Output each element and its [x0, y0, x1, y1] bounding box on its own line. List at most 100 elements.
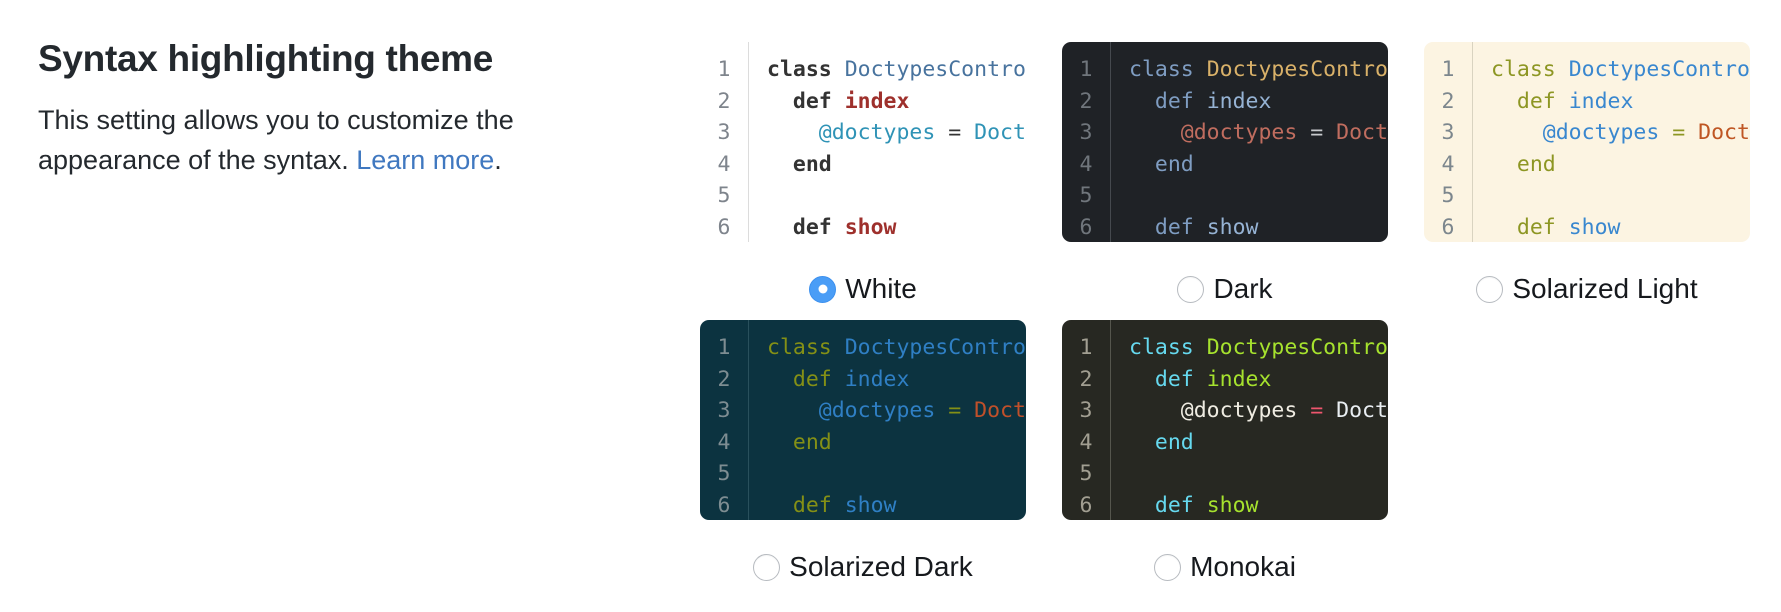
code-line: @doctypes = Doctype.all [1129, 395, 1388, 427]
code-line: @doctypes = Doctype.all [767, 395, 1026, 427]
code-sample: class DoctypesController def index @doct… [1111, 320, 1388, 520]
code-token-pl [832, 335, 845, 360]
code-token-kw: def [1154, 492, 1194, 518]
code-line: class DoctypesController [1129, 332, 1388, 364]
code-line: class DoctypesController [1491, 54, 1750, 86]
code-token-pl [832, 367, 845, 392]
code-token-pl [1323, 398, 1336, 423]
code-line: def show [767, 212, 1026, 243]
code-token-fn: show [844, 492, 897, 518]
line-number: 6 [1079, 492, 1093, 518]
line-number: 3 [1079, 398, 1093, 423]
radio-white[interactable] [809, 275, 837, 303]
code-token-kw: class [767, 335, 832, 360]
code-line: @doctypes = Doctype.all [1491, 117, 1750, 149]
radio-label-solarized-light[interactable]: Solarized Light [1512, 273, 1698, 304]
theme-radio-row-solarized-light[interactable]: Solarized Light [1424, 272, 1750, 306]
code-line: def show [1129, 490, 1388, 521]
description-line-1: This setting allows you to customize the [38, 105, 514, 135]
code-token-pl [767, 430, 793, 455]
theme-radio-row-solarized-dark[interactable]: Solarized Dark [700, 550, 1026, 584]
setting-description: This setting allows you to customize the… [38, 100, 514, 180]
code-line [767, 180, 1026, 212]
code-token-pl [1129, 215, 1155, 240]
theme-radio-row-white[interactable]: White [700, 272, 1026, 306]
code-token-fn: show [1568, 214, 1621, 240]
code-token-pl [1194, 493, 1207, 518]
learn-more-link[interactable]: Learn more [356, 145, 495, 175]
radio-label-dark[interactable]: Dark [1213, 273, 1273, 304]
code-token-fn: show [844, 214, 897, 240]
code-token-kw: class [1129, 335, 1194, 360]
code-token-kw: def [792, 492, 832, 518]
code-token-kw: def [1154, 366, 1194, 392]
line-number: 1 [717, 335, 731, 360]
theme-radio-row-dark[interactable]: Dark [1062, 272, 1388, 306]
code-line: def show [767, 490, 1026, 521]
radio-dark[interactable] [1177, 275, 1205, 303]
code-token-kw: def [792, 366, 832, 392]
radio-solarized-dark[interactable] [753, 553, 781, 581]
line-number: 5 [1079, 461, 1093, 486]
code-token-pl [1194, 89, 1207, 114]
code-token-pl [767, 398, 819, 423]
code-line [1491, 180, 1750, 212]
code-line: end [767, 427, 1026, 459]
code-token-pl [1129, 367, 1155, 392]
code-line: def index [1491, 86, 1750, 118]
code-token-pl [832, 493, 845, 518]
code-token-cls: DoctypesController [1568, 57, 1750, 82]
radio-monokai[interactable] [1154, 553, 1182, 581]
code-token-cls: DoctypesController [1206, 57, 1388, 82]
code-token-ivar: @doctypes [818, 120, 936, 145]
code-sample: class DoctypesController def index @doct… [1111, 42, 1388, 242]
code-token-ivar: @doctypes [818, 398, 936, 423]
radio-label-solarized-dark[interactable]: Solarized Dark [789, 551, 973, 582]
code-line: def index [1129, 86, 1388, 118]
code-line: def show [1129, 212, 1388, 243]
code-token-kw: class [1491, 57, 1556, 82]
code-line: def index [1129, 364, 1388, 396]
code-line: def index [767, 86, 1026, 118]
code-token-kw: def [1516, 214, 1556, 240]
line-number: 4 [1079, 151, 1093, 177]
code-token-op: = [948, 398, 962, 423]
line-number: 3 [717, 398, 731, 423]
code-token-pl [1194, 215, 1207, 240]
code-token-pl [767, 89, 793, 114]
code-token-pl [1491, 120, 1543, 145]
code-token-op: = [1310, 398, 1324, 423]
radio-label-white[interactable]: White [845, 273, 917, 304]
radio-label-monokai[interactable]: Monokai [1190, 551, 1296, 582]
line-number: 5 [717, 461, 731, 486]
code-line: end [1129, 427, 1388, 459]
code-token-pl [1129, 89, 1155, 114]
code-line: @doctypes = Doctype.all [1129, 117, 1388, 149]
code-token-pl [1129, 430, 1155, 455]
theme-radio-row-monokai[interactable]: Monokai [1062, 550, 1388, 584]
description-period: . [494, 145, 502, 175]
line-number: 6 [717, 214, 731, 240]
line-number: 6 [717, 492, 731, 518]
gutter-separator [1472, 42, 1473, 242]
code-token-kw: end [1516, 151, 1556, 177]
code-token-const: Doctype.all [1698, 120, 1750, 145]
code-token-kw: def [1516, 88, 1556, 114]
description-line-2: appearance of the syntax. [38, 145, 357, 175]
radio-solarized-light[interactable] [1476, 275, 1504, 303]
code-token-ivar: @doctypes [1180, 398, 1298, 423]
code-token-pl [1659, 120, 1672, 145]
code-token-fn: show [1206, 214, 1259, 240]
code-token-pl [767, 493, 793, 518]
code-token-pl [1129, 398, 1181, 423]
code-token-pl [767, 215, 793, 240]
code-line [767, 458, 1026, 490]
